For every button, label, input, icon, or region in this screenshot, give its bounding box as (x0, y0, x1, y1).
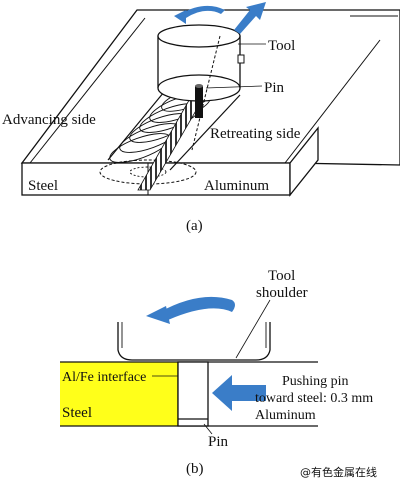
pin-label: Pin (264, 80, 285, 96)
caption-a: (a) (186, 218, 203, 234)
caption-b: (b) (186, 461, 204, 477)
pushing-label-line1: Pushing pin (282, 374, 349, 389)
plate-lines (60, 361, 318, 427)
tool-shoulder (117, 322, 271, 361)
panel-a: Tool Pin Advancing side Retreating side … (2, 2, 400, 234)
tool-shoulder-label-line1: Tool (268, 268, 295, 284)
panel-b: Tool shoulder Al/Fe interface Steel Push… (60, 268, 373, 477)
push-arrow-icon (212, 375, 266, 411)
steel-label-b: Steel (62, 405, 92, 421)
leader-lines-a (205, 43, 266, 89)
tool-body (157, 24, 245, 151)
pushing-label-line2: toward steel: 0.3 mm (255, 391, 373, 406)
steel-label-a: Steel (28, 178, 58, 194)
leader-lines-b (152, 299, 271, 435)
pin-label-b: Pin (208, 434, 229, 450)
aluminum-label-a: Aluminum (204, 178, 269, 194)
pin-shape (195, 84, 203, 118)
aluminum-label-b: Aluminum (255, 408, 316, 423)
tool-label: Tool (268, 38, 295, 54)
steel-block (60, 362, 178, 426)
tool-shoulder-label-line2: shoulder (256, 285, 308, 301)
rotation-arrow-icon (174, 5, 225, 24)
retreating-side-label: Retreating side (210, 126, 301, 142)
interface-label: Al/Fe interface (62, 370, 146, 385)
watermark-text: @有色金属在线 (300, 465, 377, 479)
rotation-arrow-icon-b (146, 296, 235, 324)
advancing-side-label: Advancing side (2, 112, 96, 128)
travel-arrow-icon (234, 2, 266, 34)
